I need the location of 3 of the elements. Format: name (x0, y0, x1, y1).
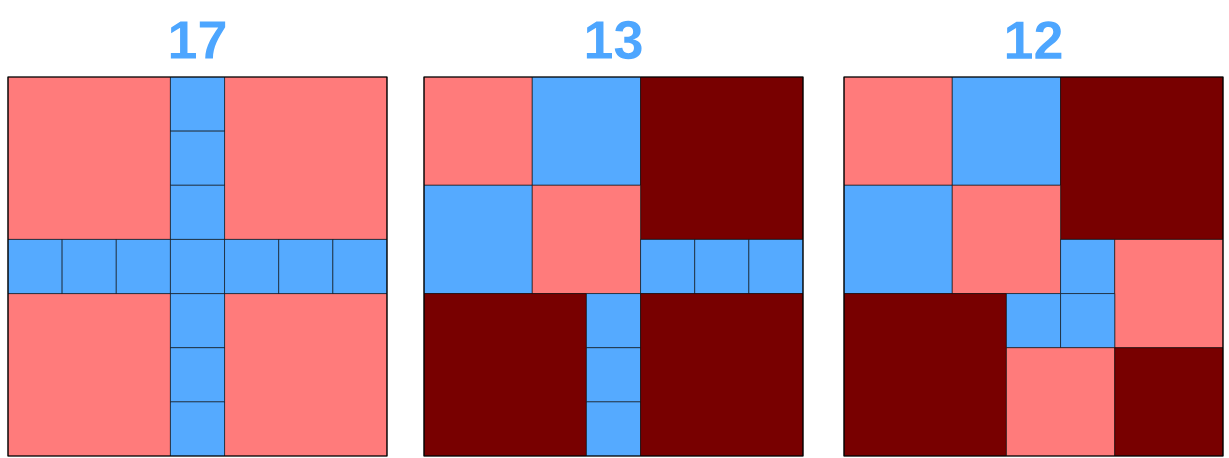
number-label: 12 (1006, 21, 1062, 59)
number-label: 13 (586, 20, 642, 60)
number-label: 17 (170, 21, 226, 59)
